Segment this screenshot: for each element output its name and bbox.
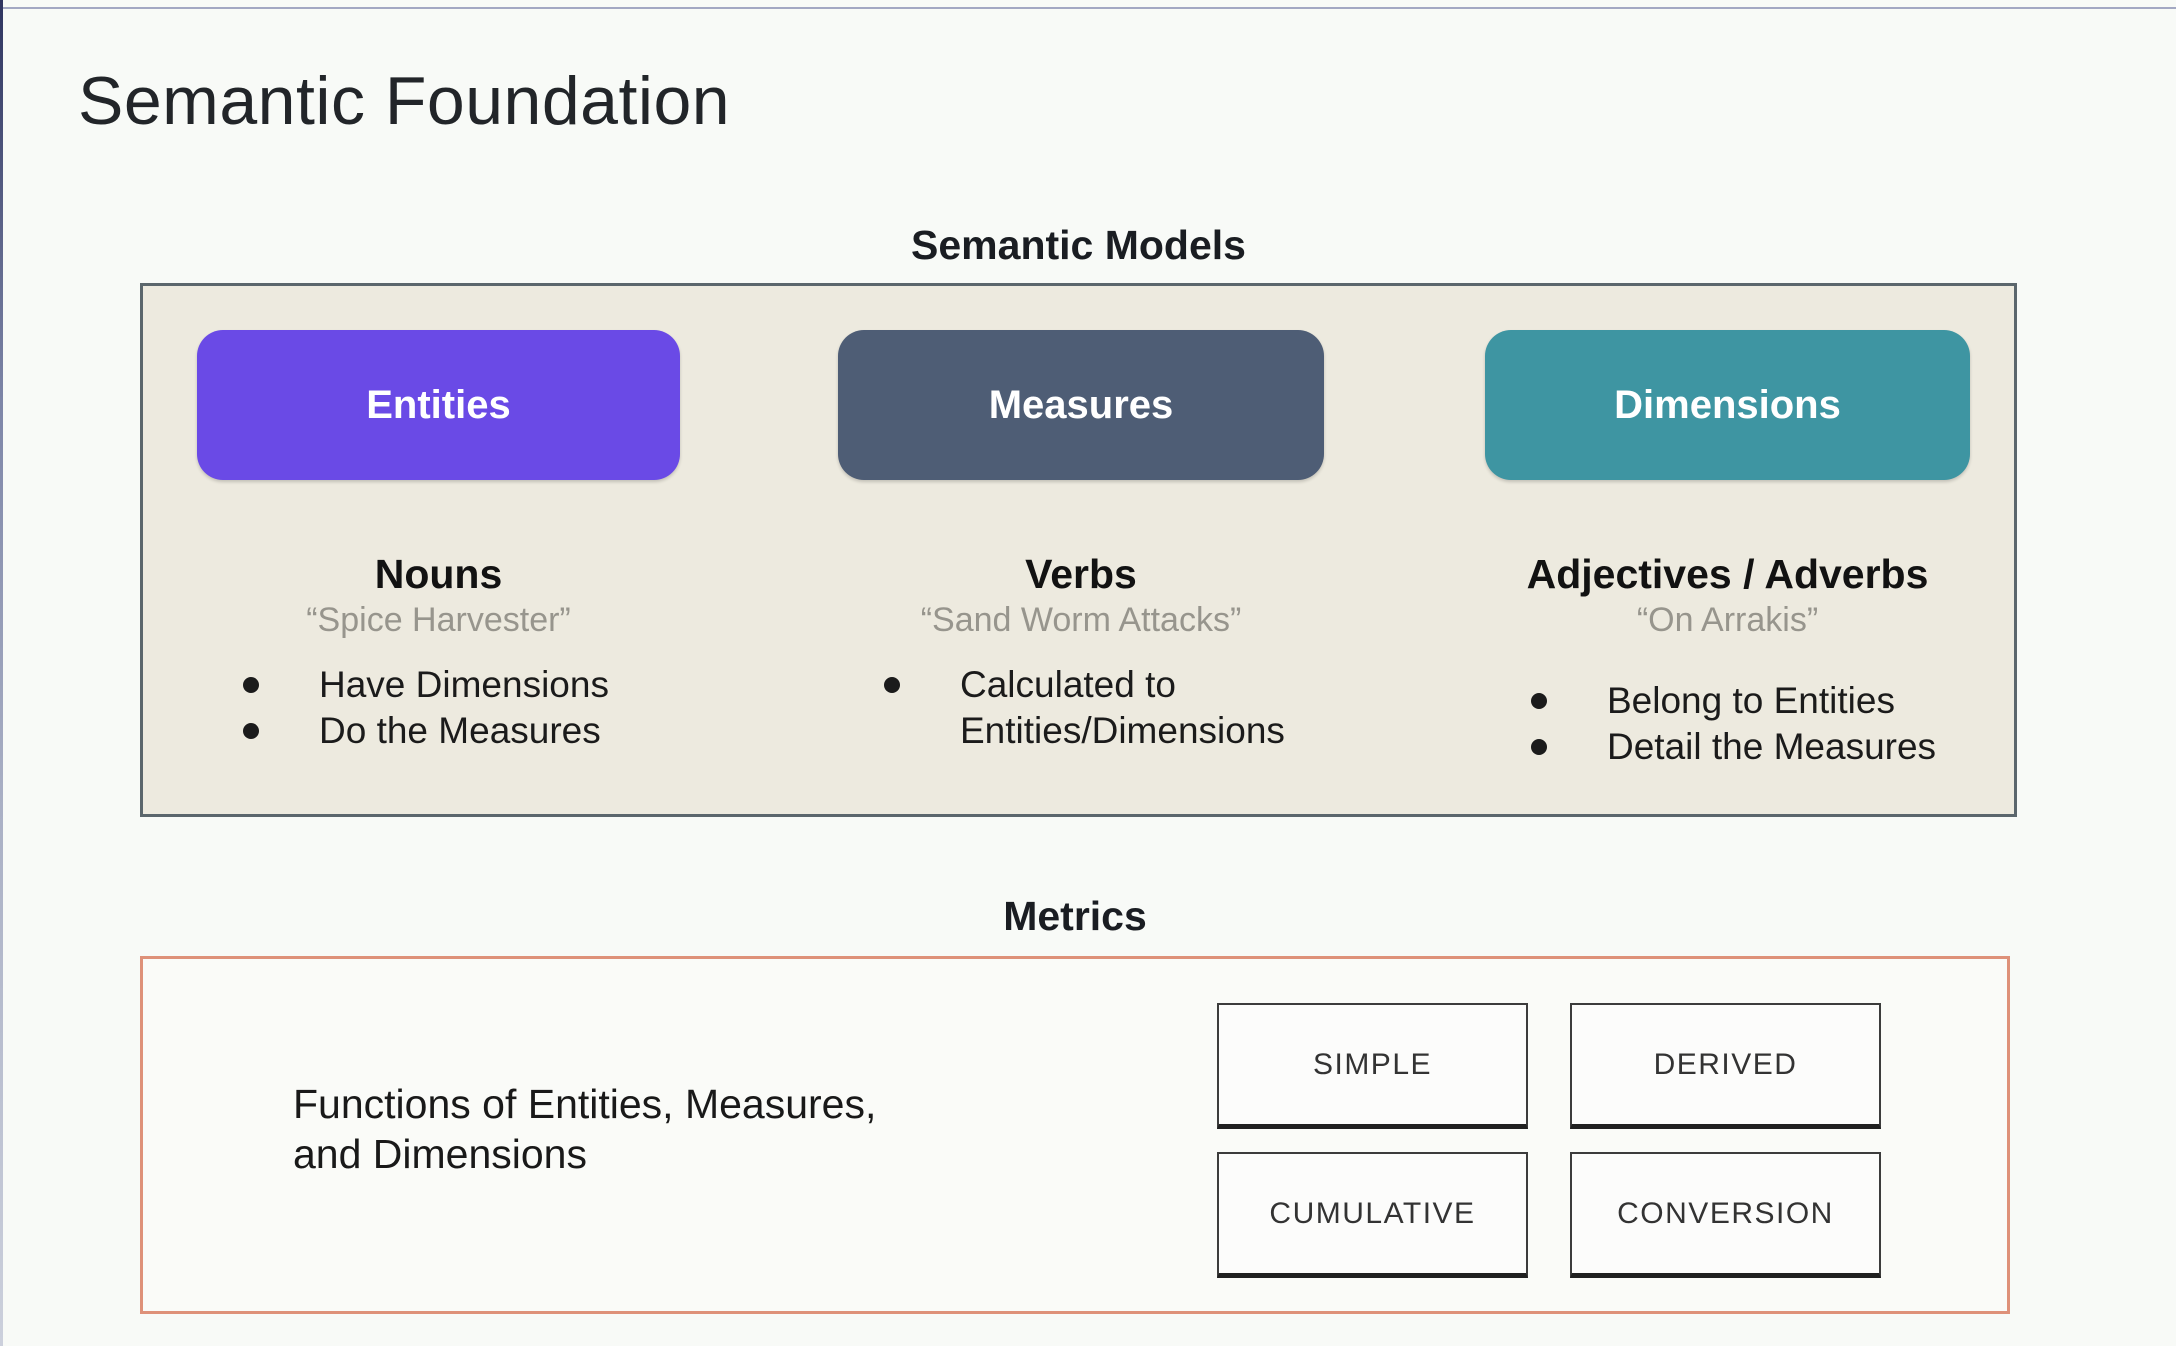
metrics-description-line: Functions of Entities, Measures, — [293, 1081, 877, 1127]
list-item: Detail the Measures — [1485, 724, 1970, 770]
entities-pill: Entities — [197, 330, 680, 480]
list-item: Belong to Entities — [1485, 678, 1970, 724]
list-item: Calculated to Entities/Dimensions — [838, 662, 1324, 754]
metrics-box: Functions of Entities, Measures, and Dim… — [140, 956, 2010, 1314]
dimensions-pill: Dimensions — [1485, 330, 1970, 480]
bullet-icon — [884, 677, 900, 693]
window-top-edge — [0, 7, 2176, 9]
bullet-text: Detail the Measures — [1607, 726, 1937, 767]
bullet-text: Have Dimensions — [319, 664, 609, 705]
metrics-description-line: and Dimensions — [293, 1131, 587, 1177]
entities-role-label: Nouns — [374, 551, 503, 597]
measures-column: Measures Verbs “Sand Worm Attacks” Calcu… — [838, 286, 1324, 814]
metrics-description: Functions of Entities, Measures, and Dim… — [293, 1079, 876, 1179]
measures-role-label: Verbs — [1025, 551, 1137, 597]
metric-type-derived: DERIVED — [1570, 1003, 1881, 1129]
bullet-icon — [243, 723, 259, 739]
metric-type-simple: SIMPLE — [1217, 1003, 1528, 1129]
entities-bullet-list: Have Dimensions Do the Measures — [197, 662, 680, 754]
measures-quote: “Sand Worm Attacks” — [920, 601, 1242, 639]
metric-type-conversion: CONVERSION — [1570, 1152, 1881, 1278]
page-title: Semantic Foundation — [78, 63, 731, 139]
semantic-models-heading: Semantic Models — [911, 222, 1246, 268]
list-item: Do the Measures — [197, 708, 680, 754]
metrics-heading: Metrics — [1003, 893, 1147, 939]
measures-bullet-list: Calculated to Entities/Dimensions — [838, 662, 1324, 754]
dimensions-quote: “On Arrakis” — [1636, 601, 1819, 639]
window-left-edge — [0, 0, 3, 1346]
bullet-text: Calculated to Entities/Dimensions — [960, 664, 1285, 751]
semantic-models-box: Entities Nouns “Spice Harvester” Have Di… — [140, 283, 2017, 817]
bullet-icon — [243, 677, 259, 693]
entities-quote: “Spice Harvester” — [306, 601, 571, 639]
bullet-icon — [1531, 693, 1547, 709]
bullet-text: Do the Measures — [319, 710, 601, 751]
bullet-icon — [1531, 739, 1547, 755]
bullet-text: Belong to Entities — [1607, 680, 1895, 721]
metric-types-grid: SIMPLE DERIVED CUMULATIVE CONVERSION — [1217, 1003, 1881, 1278]
dimensions-column: Dimensions Adjectives / Adverbs “On Arra… — [1485, 286, 1970, 814]
list-item: Have Dimensions — [197, 662, 680, 708]
dimensions-role-label: Adjectives / Adverbs — [1526, 551, 1929, 597]
dimensions-bullet-list: Belong to Entities Detail the Measures — [1485, 678, 1970, 770]
metric-type-cumulative: CUMULATIVE — [1217, 1152, 1528, 1278]
entities-column: Entities Nouns “Spice Harvester” Have Di… — [197, 286, 680, 814]
measures-pill: Measures — [838, 330, 1324, 480]
